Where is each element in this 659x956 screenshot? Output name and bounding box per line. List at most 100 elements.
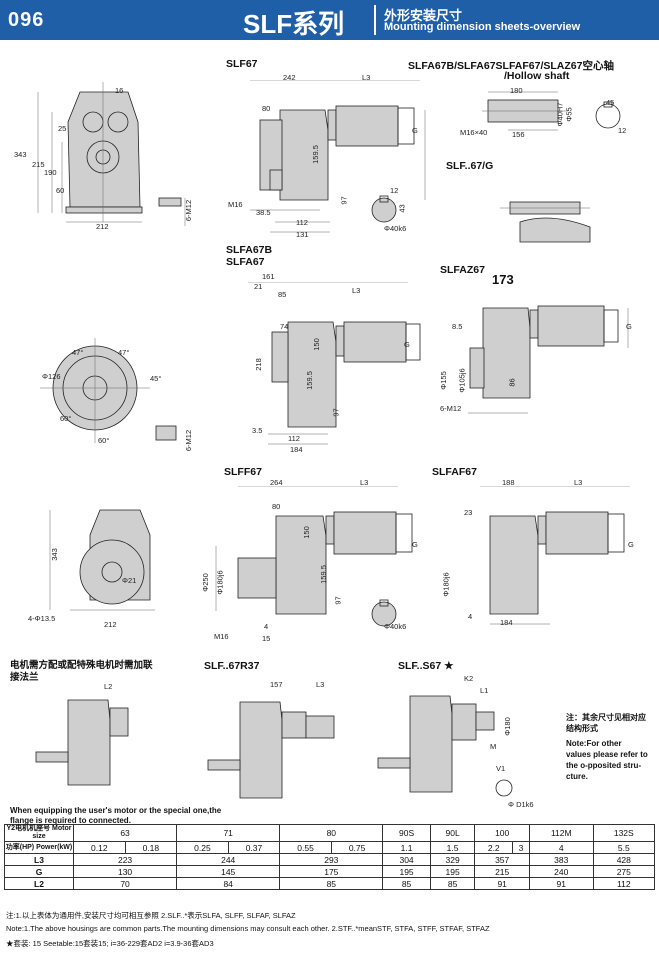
table-cell: 5.5 — [592, 841, 656, 854]
dim-16: 16 — [115, 86, 124, 95]
table-cell: 3 — [512, 841, 530, 854]
table-row-models: Y2电机机座号 Motor size 63 71 80 90S 90L 100 … — [4, 824, 656, 842]
table-row-header: G — [4, 865, 74, 878]
table-cell: 112M — [528, 824, 594, 842]
table-cell: 91 — [528, 877, 594, 890]
dim-218: 218 — [253, 358, 263, 371]
drawing-slfs67 — [377, 695, 513, 797]
table-cell: 70 — [72, 877, 178, 890]
dim-25: 25 — [58, 124, 67, 133]
label-slfaf67: SLFAF67 — [432, 466, 477, 478]
dim-m: M — [490, 742, 497, 751]
dim-156: 156 — [512, 130, 525, 139]
title-cn: 外形安装尺寸 — [384, 8, 463, 23]
table-cell: 357 — [474, 853, 530, 866]
table-cell: 85 — [382, 877, 431, 890]
dim-155: Φ155 — [438, 371, 448, 390]
dim-180j6b: Φ180j6 — [441, 572, 451, 597]
table-cell: 1.1 — [382, 841, 431, 854]
dim-74: 74 — [280, 322, 289, 331]
dim-15: 15 — [262, 634, 271, 643]
dim-159-5: 159.5 — [310, 145, 320, 164]
dim-v1: V1 — [496, 764, 506, 773]
dim-k2: K2 — [464, 674, 474, 683]
table-row-header: L3 — [4, 853, 74, 866]
header-divider — [374, 5, 376, 35]
table-row-g: G 130 145 175 195 195 215 240 275 — [4, 865, 656, 878]
table-cell: 0.18 — [124, 841, 178, 854]
side-note-cn: 注：其余尺寸见相对应结构形式 — [566, 713, 646, 733]
table-cell: 215 — [474, 865, 530, 878]
dim-180j6: Φ180j6 — [215, 570, 225, 595]
dim-d1k6: Φ D1k6 — [508, 800, 534, 809]
dim-l2: L2 — [104, 682, 113, 691]
table-row-power: 功率(HP) Power(kW) 0.12 0.18 0.25 0.37 0.5… — [4, 841, 656, 854]
motor-note-en: When equipping the user's motor or the s… — [10, 806, 222, 825]
dim-212: 212 — [96, 222, 109, 231]
drawing-slff67-side — [215, 486, 413, 615]
dim-m16: M16 — [228, 200, 243, 209]
dim-l3b: L3 — [352, 286, 361, 295]
dim-343: 343 — [14, 150, 27, 159]
table-cell: 275 — [592, 865, 656, 878]
table-row-header: L2 — [4, 877, 74, 890]
dim-55: Φ55 — [564, 107, 574, 122]
footnote-cn: 注:1.以上表体为通用件,安装尺寸均可相互参照 2.SLF..*表示SLFA, … — [6, 911, 296, 920]
table-cell: 329 — [429, 853, 476, 866]
dim-40k6: Φ40k6 — [384, 224, 407, 233]
dim-6-m12: 6-M12 — [184, 199, 194, 222]
footnote-star: ★套装: 15 Seetable:15套装15; i=36-229套AD2 i=… — [6, 939, 214, 948]
dim-184: 184 — [290, 445, 303, 454]
table-cell: 100 — [474, 824, 530, 842]
dim-180b: Φ180 — [502, 717, 512, 736]
dim-21dia: Φ21 — [122, 576, 137, 585]
dim-112: 112 — [296, 218, 308, 227]
label-slf67r37: SLF..67R37 — [204, 660, 260, 672]
table-cell: 145 — [176, 865, 281, 878]
label-slfa67b-2: SLFA67 — [226, 256, 265, 268]
table-cell: 293 — [279, 853, 384, 866]
dim-97: 97 — [339, 196, 349, 205]
table-cell: 223 — [72, 853, 178, 866]
dim-97b: 97 — [331, 408, 341, 417]
dim-40k6b: Φ40k6 — [384, 622, 407, 631]
table-cell: 90L — [429, 824, 476, 842]
label-slf67: SLF67 — [226, 58, 258, 70]
table-row-l2: L2 70 84 85 85 85 91 91 112 — [4, 877, 656, 890]
dim-190: 190 — [44, 168, 57, 177]
table-cell: 240 — [528, 865, 594, 878]
label-hollow-1: SLFA67B/SLFA67SLFAF67/SLAZ67空心轴 — [408, 60, 614, 72]
dim-160: 150 — [301, 526, 311, 539]
dim-47b: 47° — [118, 348, 130, 357]
dim-l3c: L3 — [360, 478, 369, 487]
dim-g-d: G — [412, 540, 418, 549]
dim-l3d: L3 — [574, 478, 583, 487]
dim-264: 264 — [270, 478, 283, 487]
table-cell: 71 — [176, 824, 281, 842]
footnote-en: Note:1.The above housings are common par… — [6, 924, 490, 933]
table-cell: 383 — [528, 853, 594, 866]
dim-4-13-5: 4-Φ13.5 — [28, 614, 56, 623]
dim-12b: 12 — [618, 126, 627, 135]
table-cell: 195 — [429, 865, 476, 878]
table-cell: 175 — [279, 865, 384, 878]
drawing-hollow-shaft — [482, 91, 568, 131]
dim-86: 86 — [507, 378, 517, 387]
table-cell: 2.2 — [474, 841, 514, 854]
dim-126: Φ126 — [42, 372, 61, 381]
dim-4b: 4 — [468, 612, 473, 621]
dim-60deg-a: 60° — [60, 414, 72, 423]
dim-45deg: 45° — [150, 374, 162, 383]
drawing-slff67-front — [49, 509, 155, 611]
dim-4: 4 — [264, 622, 269, 631]
dim-g-e: G — [628, 540, 634, 549]
table-cell: 91 — [474, 877, 530, 890]
table-cell: 244 — [176, 853, 281, 866]
table-cell: 0.75 — [330, 841, 384, 854]
drawing-slf67-front — [37, 82, 143, 223]
label-hollow-2: /Hollow shaft — [504, 70, 570, 82]
dimension-table: Y2电机机座号 Motor size 63 71 80 90S 90L 100 … — [4, 824, 656, 890]
label-slf67g: SLF..67/G — [446, 160, 494, 172]
dim-112b: 112 — [288, 434, 300, 443]
dim-131: 131 — [296, 230, 309, 239]
